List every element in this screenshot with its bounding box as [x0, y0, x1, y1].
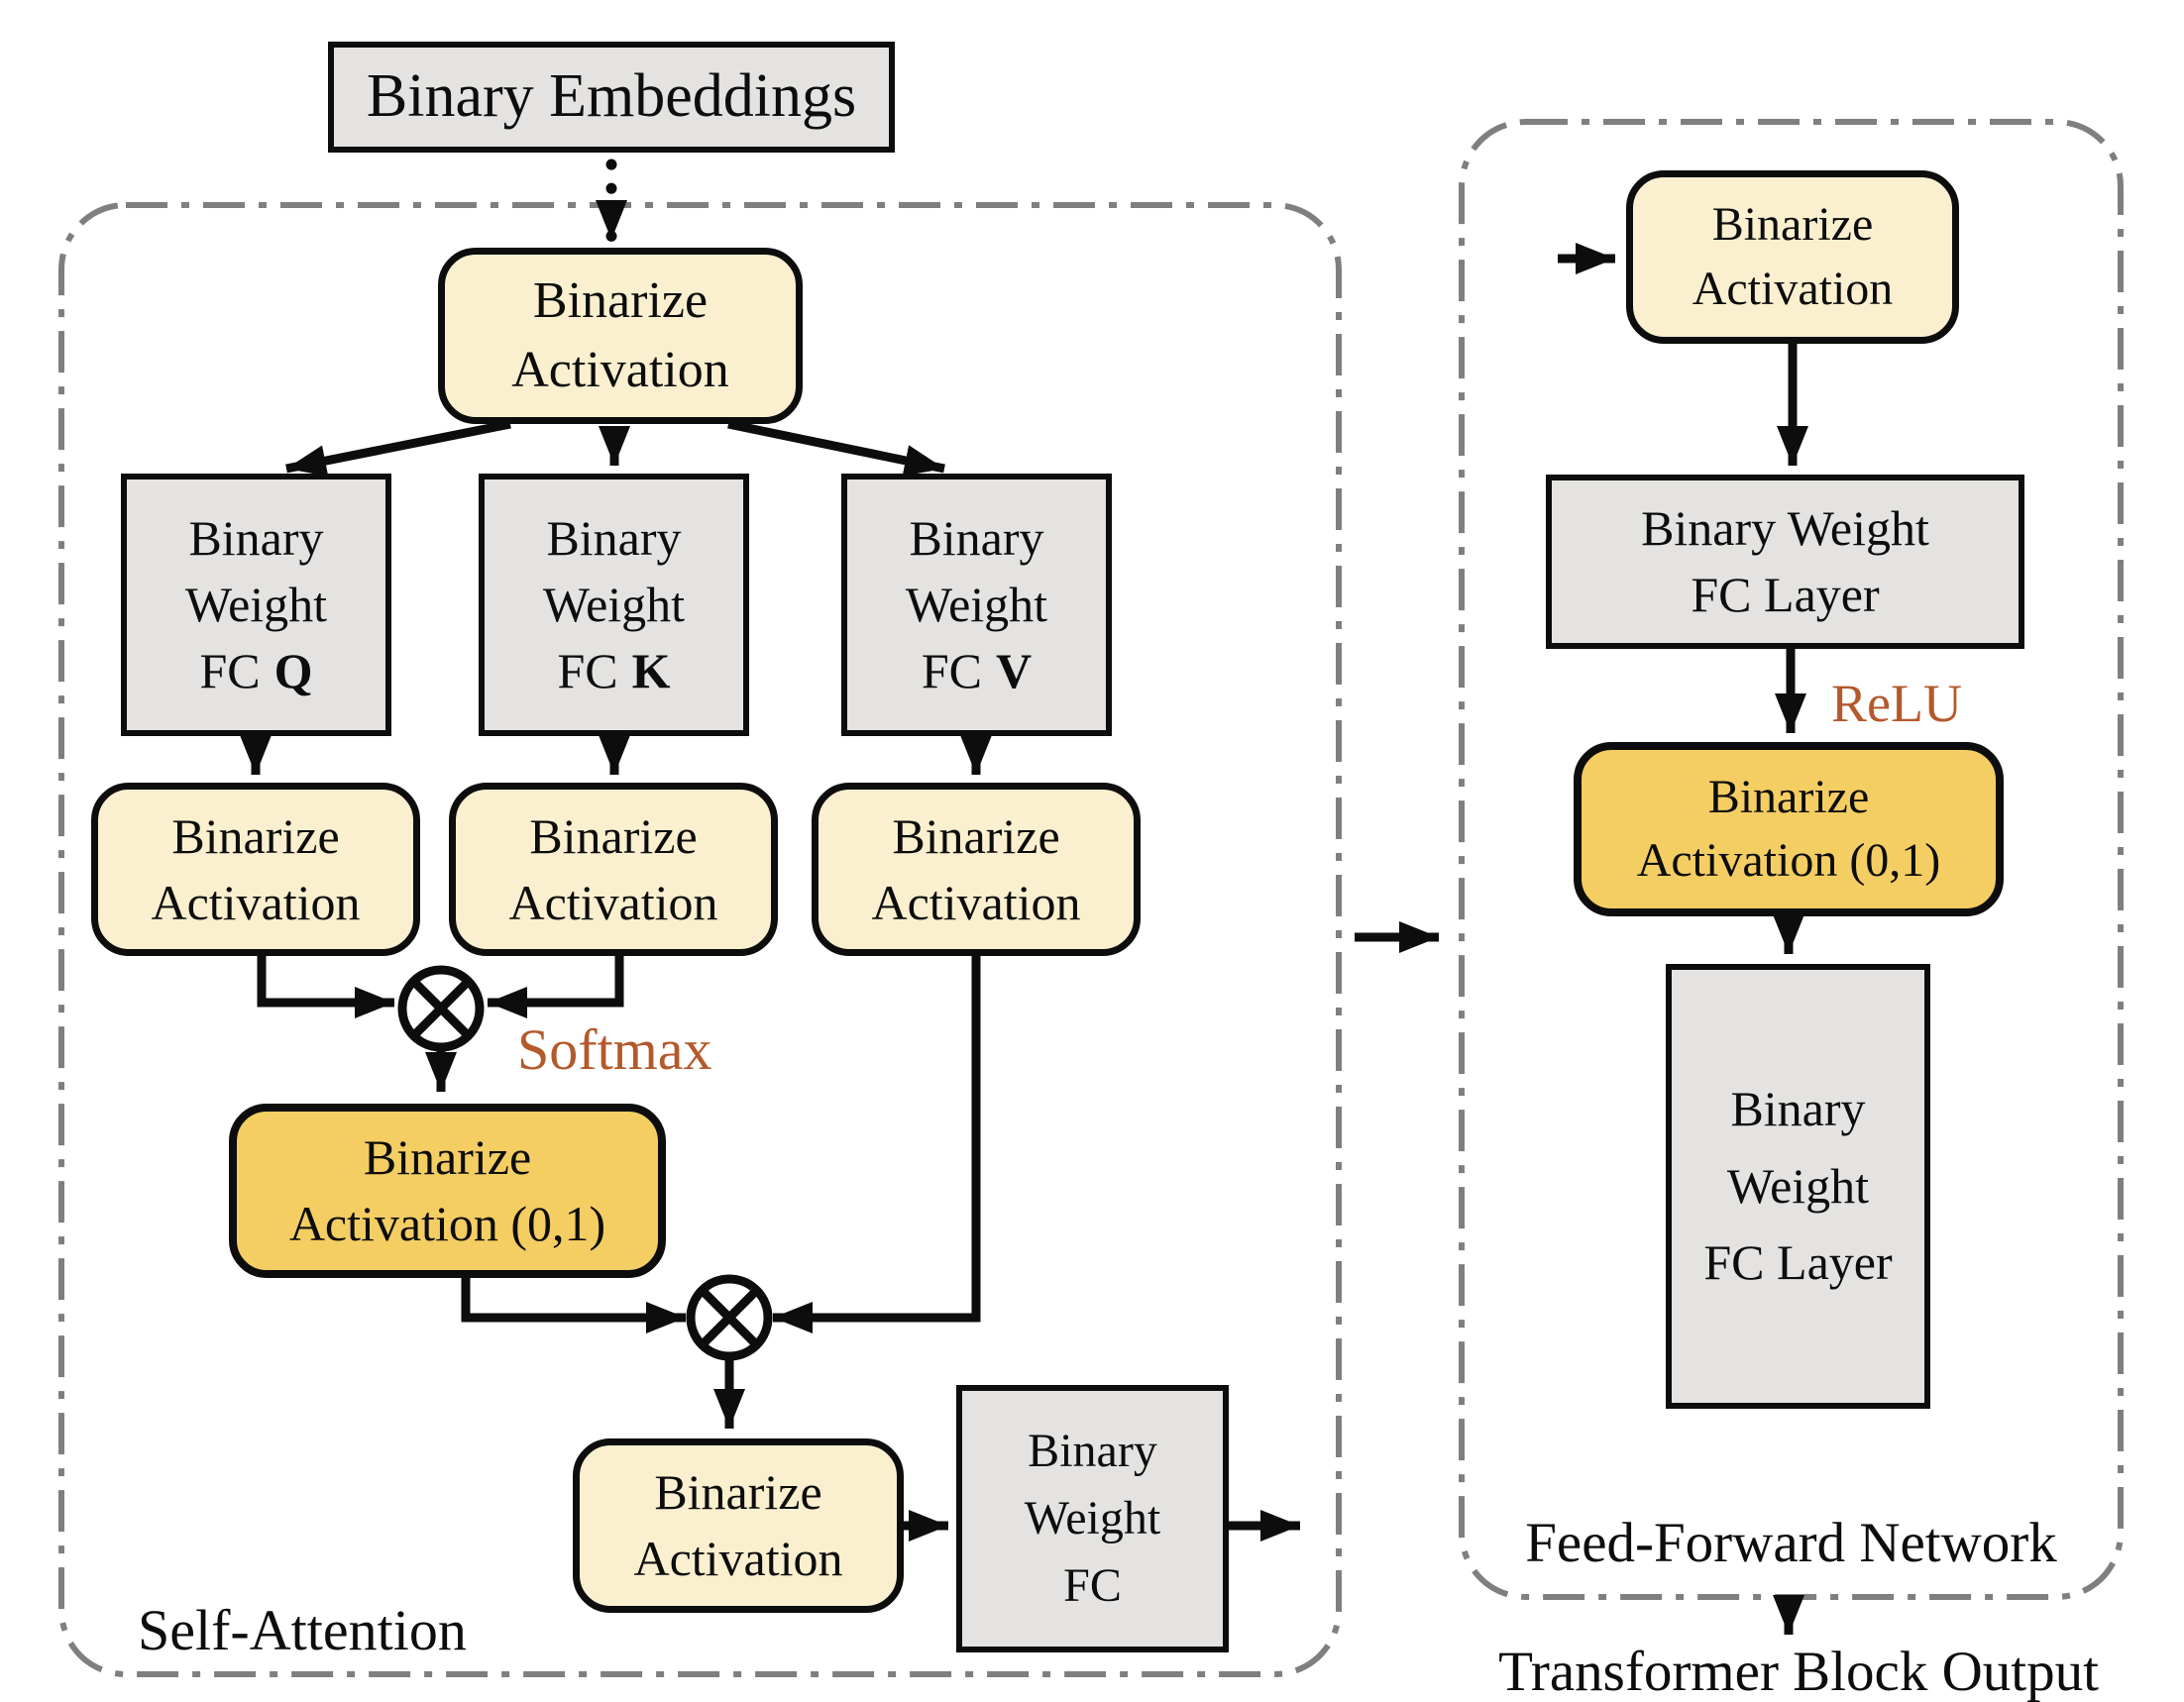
transformer-block-output-label: Transformer Block Output	[1498, 1641, 2099, 1702]
fc-v-label-top: Binary Weight	[905, 510, 1048, 632]
feed-forward-network-title: Feed-Forward Network	[1525, 1512, 2057, 1574]
binary-embeddings-box: Binary Embeddings	[328, 42, 895, 153]
sa-binarize-v-label: Binarize Activation	[871, 807, 1081, 930]
binarize01-to-matmul-arrow	[461, 1278, 686, 1333]
sa-binarize-01-label: Binarize Activation (0,1)	[288, 1129, 606, 1251]
self-attention-panel-border	[58, 202, 1342, 1677]
q-to-matmul-arrow	[257, 956, 394, 1018]
sa-binarize-k-label: Binarize Activation	[508, 807, 718, 930]
binarize-to-v-arrow	[727, 419, 945, 477]
ffn-fc-layer1-label: Binary Weight FC Layer	[1641, 500, 1929, 622]
sa-binarize-k-box: Binarize Activation	[449, 783, 778, 956]
ffn-binary-weight-fc-layer2-box: Binary Weight FC Layer	[1666, 964, 1930, 1409]
sa-binarize-activation-top-label: Binarize Activation	[511, 272, 729, 398]
fc-k-label-top: Binary Weight	[542, 510, 686, 632]
sa-binarize-out-label: Binarize Activation	[633, 1464, 843, 1586]
v-to-matmul-arrow	[773, 956, 981, 1333]
softmax-label: Softmax	[517, 1017, 712, 1082]
ffn-binarize-01-box: Binarize Activation (0,1)	[1574, 742, 2004, 916]
matmul-av-icon	[686, 1274, 773, 1361]
k-to-matmul-arrow	[488, 956, 624, 1018]
binarize-to-q-arrow	[285, 419, 511, 477]
binary-embeddings-label: Binary Embeddings	[366, 62, 857, 131]
sa-binarize-v-box: Binarize Activation	[812, 783, 1141, 956]
sa-binary-weight-fc-out-box: Binary Weight FC	[956, 1385, 1229, 1652]
ffn-binarize-activation-label: Binarize Activation	[1692, 198, 1894, 315]
self-attention-title: Self-Attention	[138, 1598, 467, 1662]
sa-binarize-01-box: Binarize Activation (0,1)	[229, 1104, 666, 1278]
ffn-binarize-activation-box: Binarize Activation	[1626, 170, 1959, 344]
sa-binarize-q-label: Binarize Activation	[151, 807, 361, 930]
fc-q-label-top: Binary Weight	[184, 510, 328, 632]
ffn-binarize-01-label: Binarize Activation (0,1)	[1636, 770, 1941, 887]
relu-label: ReLU	[1831, 674, 1962, 733]
matmul-qk-icon	[397, 965, 485, 1052]
ffn-fc-layer2-label: Binary Weight FC Layer	[1703, 1081, 1893, 1291]
sa-binarize-out-box: Binarize Activation	[573, 1438, 904, 1613]
sa-binary-weight-fc-out-label: Binary Weight FC	[1024, 1424, 1161, 1613]
sa-binarize-q-box: Binarize Activation	[91, 783, 420, 956]
ffn-binary-weight-fc-layer1-box: Binary Weight FC Layer	[1546, 475, 2024, 649]
sa-binarize-activation-top-box: Binarize Activation	[438, 248, 803, 424]
